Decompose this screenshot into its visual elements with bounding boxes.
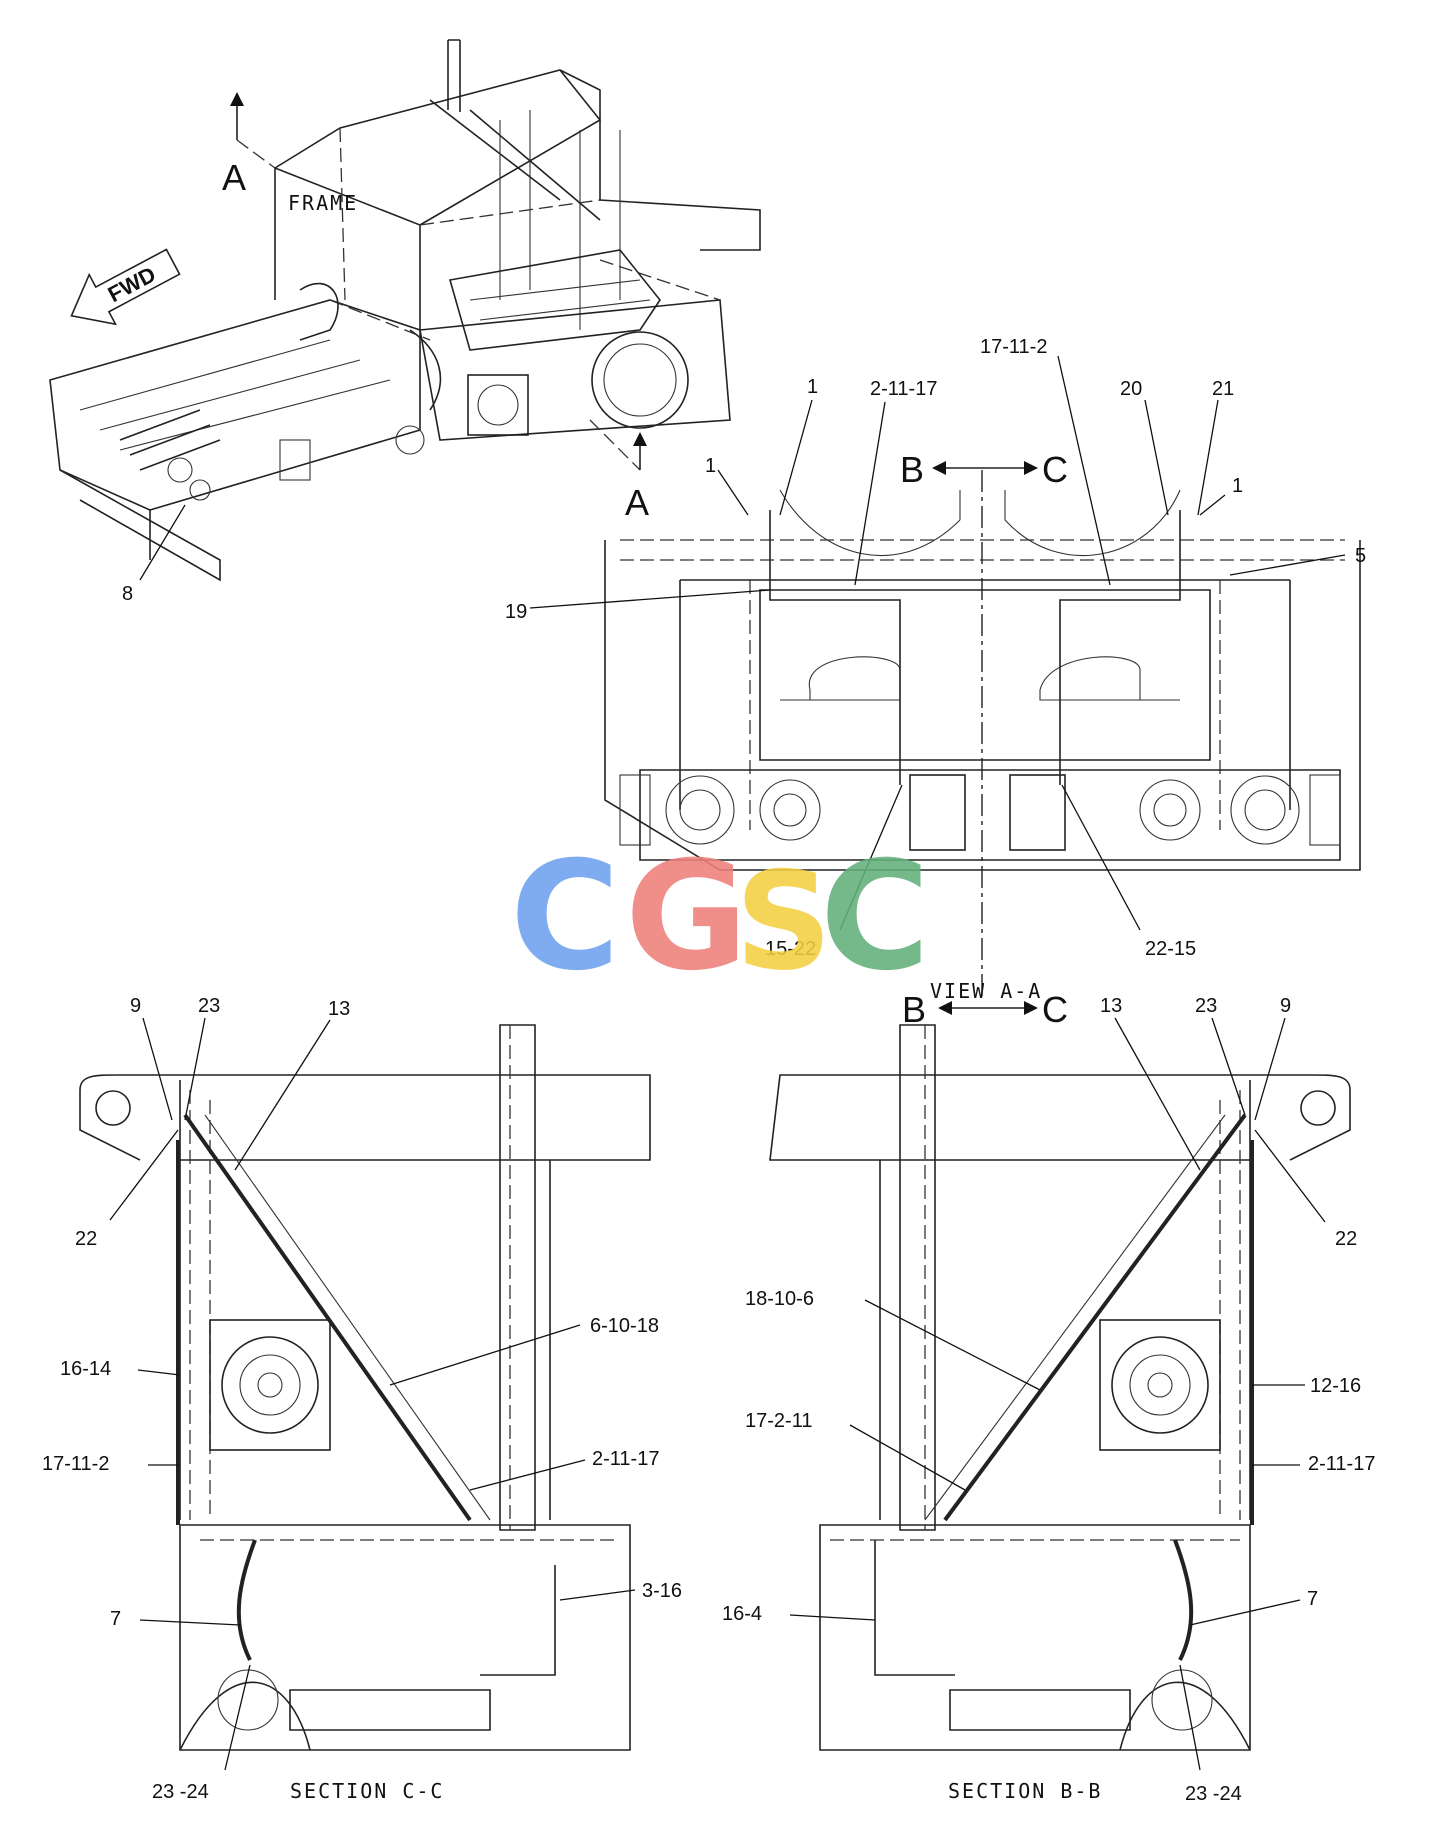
section-label-a-bottom: A	[625, 482, 649, 523]
view-callout: 1	[807, 376, 818, 398]
watermark-letter: G	[625, 830, 748, 1004]
section-cc-callout: 3-16	[642, 1580, 682, 1602]
view-callout: 19	[505, 601, 527, 623]
view-callout: 20	[1120, 378, 1142, 400]
watermark-letter: C	[820, 830, 930, 1004]
watermark-letter: C	[510, 830, 620, 1004]
view-callout: 2-11-17	[870, 378, 937, 400]
section-cc-callout: 16-14	[60, 1358, 111, 1380]
view-callout: 17-11-2	[980, 336, 1047, 358]
watermark-logo: C G S C	[510, 830, 930, 1004]
frame-label: FRAME	[288, 191, 358, 215]
section-cc-callout: 23 -24	[152, 1781, 209, 1803]
fwd-arrow: FWD	[70, 248, 181, 326]
section-bb-callout: 17-2-11	[745, 1410, 812, 1432]
view-aa: B C B C 1 1 1 2-11-17 17-11-2 20 21 5 19…	[505, 336, 1366, 1030]
section-bb-callout: 23 -24	[1185, 1783, 1242, 1805]
view-callout: 5	[1355, 545, 1366, 567]
view-callout: 15-22	[765, 938, 816, 960]
section-arrow-bc-top: B C	[900, 449, 1068, 490]
section-cc-callout: 23	[198, 995, 220, 1017]
view-callout: 22-15	[1145, 938, 1196, 960]
section-bb-callout: 22	[1335, 1228, 1357, 1250]
section-cc-callout: 22	[75, 1228, 97, 1250]
section-arrow-a-bottom: A	[589, 419, 649, 523]
section-bb-callout: 13	[1100, 995, 1122, 1017]
section-bb-callout: 2-11-17	[1308, 1453, 1375, 1475]
section-cc-callout: 13	[328, 998, 350, 1020]
view-callout: 1	[1232, 475, 1243, 497]
iso-frame-view: A A FRAME FWD 8	[49, 39, 761, 605]
section-arrow-a-top: A	[222, 92, 276, 198]
section-bb-callout: 23	[1195, 995, 1217, 1017]
section-bb: 13 23 9 22 18-10-6 12-16 17-2-11 2-11-17…	[722, 995, 1375, 1805]
section-label-a-top: A	[222, 157, 246, 198]
section-bb-callout: 7	[1307, 1588, 1318, 1610]
watermark-letter: S	[735, 843, 832, 1000]
section-label-b-top: B	[900, 449, 924, 490]
iso-callout: 8	[122, 583, 133, 605]
section-cc-callout: 2-11-17	[592, 1448, 659, 1470]
section-cc-callout: 17-11-2	[42, 1453, 109, 1475]
section-bb-callout: 18-10-6	[745, 1288, 814, 1310]
section-label-c-bottom: C	[1042, 989, 1068, 1030]
section-cc-callout: 6-10-18	[590, 1315, 659, 1337]
section-label-b-bottom: B	[902, 989, 926, 1030]
section-bb-callout: 16-4	[722, 1603, 762, 1625]
section-bb-caption: SECTION B-B	[948, 1779, 1102, 1803]
section-bb-callout: 12-16	[1310, 1375, 1361, 1397]
view-callout: 1	[705, 455, 716, 477]
section-label-c-top: C	[1042, 449, 1068, 490]
section-cc: 9 23 13 22 6-10-18 16-14 17-11-2 2-11-17…	[42, 995, 682, 1803]
view-aa-caption: VIEW A-A	[930, 979, 1042, 1003]
section-cc-callout: 7	[110, 1608, 121, 1630]
section-arrow-bc-bottom: B C	[902, 989, 1068, 1030]
section-bb-callout: 9	[1280, 995, 1291, 1017]
section-cc-caption: SECTION C-C	[290, 1779, 444, 1803]
view-callout: 21	[1212, 378, 1234, 400]
section-cc-callout: 9	[130, 995, 141, 1017]
